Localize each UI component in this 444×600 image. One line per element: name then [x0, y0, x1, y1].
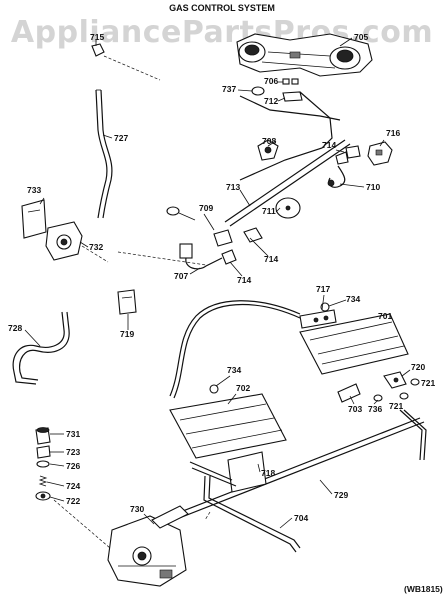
part-711-disc — [275, 197, 301, 219]
part-730-gas-valve — [107, 505, 189, 587]
label-718: 718 — [261, 468, 275, 478]
label-720: 720 — [411, 362, 425, 372]
label-719: 719 — [120, 329, 134, 339]
part-726-seal — [36, 460, 50, 468]
part-732-regulator — [45, 221, 83, 261]
label-726: 726 — [66, 461, 80, 471]
label-733: 733 — [27, 185, 41, 195]
label-727: 727 — [114, 133, 128, 143]
label-713: 713 — [226, 182, 240, 192]
part-724-spring — [38, 475, 48, 487]
manifold-tube — [239, 91, 333, 181]
part-721-nuts — [399, 378, 420, 400]
label-729: 729 — [334, 490, 348, 500]
part-704-tube — [203, 475, 297, 553]
label-717: 717 — [316, 284, 330, 294]
part-714-middle — [213, 227, 263, 247]
part-731-knob — [35, 427, 51, 445]
part-716-switch — [367, 141, 393, 166]
label-711: 711 — [262, 206, 276, 216]
label-702: 702 — [236, 383, 250, 393]
part-737 — [251, 86, 265, 96]
label-715: 715 — [90, 32, 104, 42]
label-734-a: 734 — [346, 294, 360, 304]
label-736: 736 — [368, 404, 382, 414]
label-731: 731 — [66, 429, 80, 439]
leader-lines — [24, 37, 411, 529]
part-717 — [299, 309, 337, 329]
part-701-burner — [299, 313, 409, 375]
part-723-nut — [36, 445, 51, 459]
part-714-upper — [335, 145, 361, 165]
label-716: 716 — [386, 128, 400, 138]
label-709: 709 — [199, 203, 213, 213]
part-720-fitting — [383, 371, 407, 389]
diagram-title: GAS CONTROL SYSTEM — [169, 3, 275, 13]
label-706: 706 — [264, 76, 278, 86]
part-713-rod — [224, 139, 346, 223]
label-705: 705 — [354, 32, 368, 42]
label-737: 737 — [222, 84, 236, 94]
label-703: 703 — [348, 404, 362, 414]
label-730: 730 — [130, 504, 144, 514]
label-724: 724 — [66, 481, 80, 491]
part-712 — [282, 91, 303, 102]
part-719 — [117, 289, 137, 315]
part-729-end — [399, 409, 423, 461]
label-714-a: 714 — [322, 140, 336, 150]
label-708: 708 — [262, 136, 276, 146]
part-733-bracket — [21, 199, 47, 239]
label-723: 723 — [66, 447, 80, 457]
label-714-c: 714 — [237, 275, 251, 285]
label-712: 712 — [264, 96, 278, 106]
part-703 — [337, 383, 361, 403]
label-721-a: 721 — [421, 378, 435, 388]
label-721-b: 721 — [389, 401, 403, 411]
part-709 — [166, 206, 196, 221]
label-710: 710 — [366, 182, 380, 192]
label-704: 704 — [294, 513, 308, 523]
diagram-code: (WB1815) — [404, 584, 443, 594]
part-707-igniter — [179, 243, 223, 270]
part-708 — [257, 139, 279, 161]
label-714-b: 714 — [264, 254, 278, 264]
label-701: 701 — [378, 311, 392, 321]
part-718-ignition-wires — [189, 451, 267, 493]
burner-valve-assembly — [236, 33, 373, 77]
part-729-rod — [159, 417, 421, 521]
label-734-b: 734 — [227, 365, 241, 375]
part-714-lower — [221, 249, 237, 265]
part-706 — [282, 78, 299, 85]
part-728-tube — [12, 311, 65, 385]
part-734-lower-washer — [209, 384, 219, 394]
labels: 705 715 737 706 712 727 716 708 714 710 … — [8, 32, 443, 594]
main-gas-tube — [173, 304, 301, 399]
part-722-nut — [35, 491, 51, 501]
label-722: 722 — [66, 496, 80, 506]
label-732: 732 — [89, 242, 103, 252]
part-715-clip — [91, 40, 105, 57]
part-736 — [373, 394, 383, 402]
part-727-rod — [95, 89, 108, 219]
watermark: AppliancePartsPros.com — [11, 15, 433, 50]
label-728: 728 — [8, 323, 22, 333]
label-707: 707 — [174, 271, 188, 281]
